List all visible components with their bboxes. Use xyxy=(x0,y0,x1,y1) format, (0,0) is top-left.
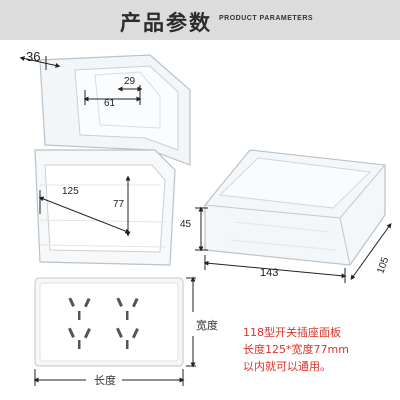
note-line-3: 以内就可以通用。 xyxy=(243,360,331,373)
dim-inner-width: 61 xyxy=(104,98,116,109)
note-line-1: 118型开关插座面板 xyxy=(243,326,341,339)
open-cover-drawing xyxy=(34,54,191,266)
dim-height: 45 xyxy=(180,219,192,230)
closed-box-drawing xyxy=(204,149,386,266)
dim-length: 143 xyxy=(260,267,279,279)
dim-lid-depth: 36 xyxy=(26,49,41,64)
dim-inner-height: 29 xyxy=(124,76,136,87)
note-line-2: 长度125*宽度77mm xyxy=(243,343,349,356)
dim-base-length: 125 xyxy=(62,186,79,197)
panel-length-label: 长度 xyxy=(94,374,116,387)
header-title: 产品参数 xyxy=(120,11,212,35)
panel-width-label: 宽度 xyxy=(196,319,218,332)
dim-base-width: 77 xyxy=(113,199,125,210)
header-subtitle: PRODUCT PARAMETERS xyxy=(219,15,314,22)
compatibility-note: 118型开关插座面板 长度125*宽度77mm 以内就可以通用。 xyxy=(243,324,349,375)
header-bar: 产品参数 PRODUCT PARAMETERS xyxy=(0,0,400,40)
socket-panel-drawing xyxy=(34,277,184,367)
